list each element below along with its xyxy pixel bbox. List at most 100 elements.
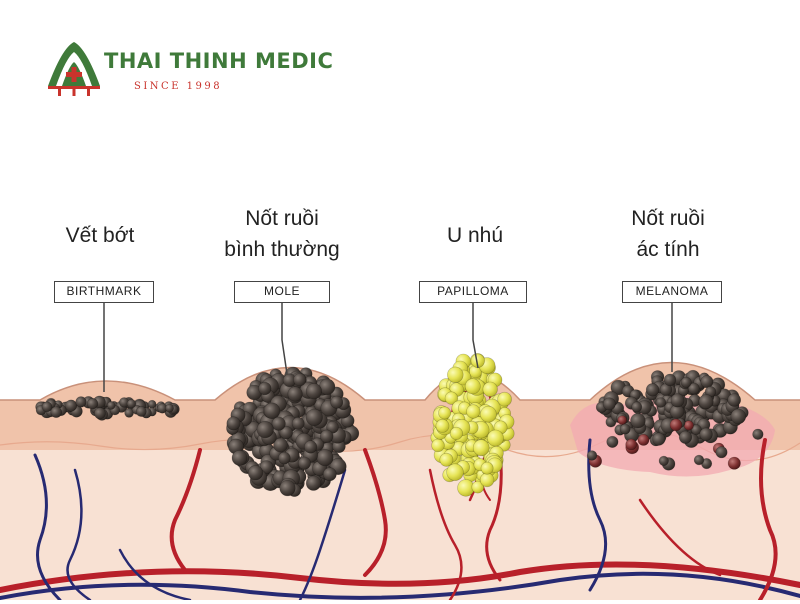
birthmark-cell bbox=[75, 396, 87, 408]
title-line: Nốt ruồi bbox=[631, 207, 705, 230]
melanoma-cell bbox=[700, 375, 714, 389]
melanoma-spread-cell bbox=[625, 438, 638, 451]
tag-melanoma: MELANOMA bbox=[622, 281, 722, 303]
papilloma-cell bbox=[466, 404, 481, 419]
melanoma-spread-cell bbox=[752, 428, 764, 440]
melanoma-cell bbox=[727, 393, 742, 407]
artery-vessel bbox=[485, 448, 503, 582]
mole-cell bbox=[293, 373, 307, 387]
melanoma-cell bbox=[690, 424, 702, 436]
papilloma-cell bbox=[464, 378, 481, 395]
papilloma-cell bbox=[486, 429, 504, 447]
papilloma-cell bbox=[482, 381, 498, 397]
melanoma-spread-cell bbox=[693, 454, 705, 466]
birthmark-cell bbox=[41, 401, 53, 413]
title-line: Nốt ruồi bbox=[245, 207, 319, 230]
tag-papilloma: PAPILLOMA bbox=[419, 281, 527, 303]
artery-vessel bbox=[428, 468, 463, 602]
mole-cell bbox=[279, 480, 296, 497]
melanoma-cell bbox=[630, 413, 646, 429]
melanoma-spread-cell bbox=[715, 446, 728, 459]
birthmark-cell bbox=[147, 399, 157, 409]
mole-cell bbox=[305, 383, 323, 400]
mole-cell bbox=[305, 408, 323, 427]
melanoma-spread-cell bbox=[669, 418, 683, 432]
melanoma-cell bbox=[619, 423, 631, 435]
mole-cell bbox=[273, 437, 288, 453]
birthmark-cell bbox=[50, 406, 63, 418]
leader-line bbox=[472, 303, 479, 369]
melanoma-cell bbox=[680, 376, 692, 388]
papilloma-cell bbox=[439, 452, 454, 467]
brand-since: SINCE 1998 bbox=[134, 81, 223, 92]
artery-vessel bbox=[758, 438, 778, 602]
mole-cell bbox=[277, 451, 291, 465]
melanoma-spread-cell bbox=[586, 450, 598, 461]
birthmark-cell bbox=[94, 407, 106, 420]
artery-vessel bbox=[169, 448, 202, 572]
melanoma-cell bbox=[631, 401, 643, 413]
blood-vessels bbox=[0, 378, 800, 602]
vein-vessel bbox=[33, 453, 62, 602]
melanoma-cell bbox=[655, 397, 667, 408]
melanoma-spread-cell bbox=[637, 433, 650, 446]
melanoma-spread-cell bbox=[617, 415, 628, 425]
leader-line bbox=[281, 303, 288, 375]
mole-cell bbox=[279, 425, 293, 440]
papilloma-cell bbox=[479, 472, 495, 488]
artery-vessel bbox=[363, 448, 388, 577]
melanoma-spread-cell bbox=[658, 455, 669, 467]
melanoma-cell bbox=[670, 393, 685, 408]
title-line: bình thường bbox=[224, 238, 340, 261]
mole-cell bbox=[231, 450, 248, 466]
papilloma-cell bbox=[438, 406, 451, 420]
melanoma-spread-cell bbox=[727, 456, 741, 470]
skin-surface-line bbox=[0, 361, 800, 401]
melanoma-cell bbox=[602, 397, 616, 411]
mole-cell bbox=[271, 416, 286, 431]
artery-vessel bbox=[0, 561, 800, 593]
papilloma-cell bbox=[446, 463, 464, 481]
brand-logo bbox=[48, 42, 100, 96]
vein-vessel bbox=[66, 468, 92, 602]
papilloma-cell bbox=[472, 439, 490, 457]
birthmark-cell bbox=[106, 401, 116, 410]
melanoma-spread-cell bbox=[683, 420, 694, 431]
title-mole: Nốt ruồi bình thường bbox=[224, 203, 339, 265]
papilloma-cell bbox=[435, 418, 450, 433]
mole-cell bbox=[330, 395, 344, 409]
mole-cell bbox=[322, 467, 337, 482]
birthmark-cell bbox=[86, 398, 99, 410]
melanoma-cell bbox=[678, 430, 693, 444]
melanoma-cell bbox=[698, 394, 714, 410]
mole-cell bbox=[256, 421, 274, 439]
melanoma-cell bbox=[663, 373, 677, 387]
mole-cell bbox=[316, 449, 334, 467]
melanoma-cell bbox=[645, 383, 660, 397]
vein-vessel bbox=[118, 548, 192, 602]
mole-cell bbox=[291, 416, 305, 430]
mole-cell bbox=[258, 381, 272, 396]
papilloma-cell bbox=[449, 426, 463, 440]
vein-vessel bbox=[587, 438, 608, 592]
melanoma-spread-cell bbox=[606, 435, 619, 448]
papilloma-cell bbox=[480, 461, 494, 475]
mole-cell bbox=[297, 456, 311, 470]
mole-cell bbox=[304, 440, 318, 454]
lesion-cells bbox=[35, 353, 764, 497]
melanoma-cell bbox=[687, 382, 700, 395]
title-birthmark: Vết bớt bbox=[65, 224, 135, 247]
mole-cell bbox=[263, 402, 281, 419]
melanoma-cell bbox=[730, 408, 747, 425]
tag-birthmark: BIRTHMARK bbox=[54, 281, 154, 303]
vein-vessel bbox=[298, 468, 347, 602]
mole-cell bbox=[305, 475, 322, 491]
papilloma-cell bbox=[431, 438, 445, 453]
artery-vessel bbox=[638, 498, 722, 577]
birthmark-cell bbox=[135, 406, 147, 417]
papilloma-cell bbox=[480, 405, 497, 423]
mole-cell bbox=[226, 416, 241, 431]
